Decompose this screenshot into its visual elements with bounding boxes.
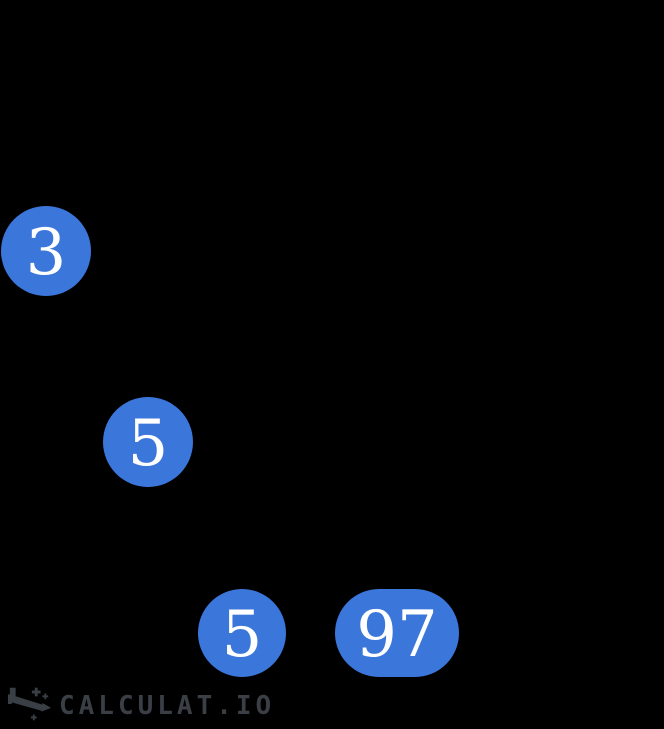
factor-value: 97 — [356, 598, 438, 672]
factor-value: 3 — [25, 216, 67, 290]
factor-value: 5 — [221, 598, 263, 672]
factor-node: 5 — [198, 589, 286, 677]
wand-sparkles-icon — [7, 687, 52, 721]
watermark-text: CALCULAT.IO — [59, 691, 276, 721]
factor-node: 3 — [1, 206, 91, 296]
factor-node: 97 — [335, 589, 459, 677]
factor-value: 5 — [127, 407, 169, 481]
factor-node: 5 — [103, 397, 193, 487]
watermark: CALCULAT.IO — [7, 684, 275, 724]
